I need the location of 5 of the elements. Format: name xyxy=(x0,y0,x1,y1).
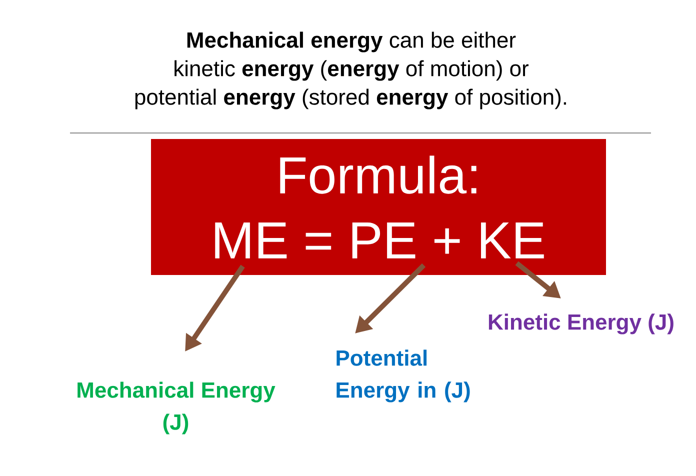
heading: Mechanical energy can be either kinetic energy (energy of motion) or potential energy (stored energy of position). xyxy=(135,32,566,110)
term-label: Mechanical Energy (J) xyxy=(78,382,276,434)
term-label: Potential Energy in (J) xyxy=(336,350,470,402)
term-label: Kinetic Energy (J) xyxy=(488,314,674,334)
formula-box: Formula: ME = PE + KE xyxy=(151,139,606,275)
